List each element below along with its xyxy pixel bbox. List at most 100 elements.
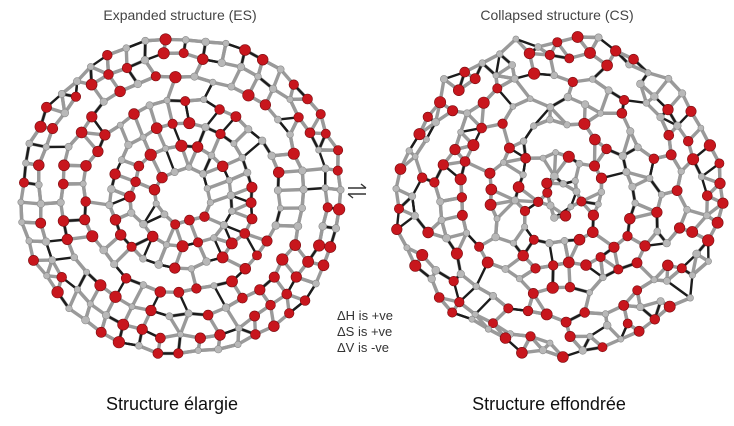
hydrogen-atom — [152, 200, 160, 208]
oxygen-atom — [103, 69, 114, 80]
hydrogen-atom — [18, 218, 26, 226]
hydrogen-atom — [139, 281, 148, 289]
hydrogen-atom — [560, 237, 569, 245]
oxygen-atom — [622, 318, 633, 329]
hydrogen-atom — [87, 63, 95, 71]
hydrogen-atom — [515, 275, 524, 283]
hydrogen-atom — [673, 121, 682, 130]
hydrogen-atom — [645, 174, 654, 183]
oxygen-atom — [191, 141, 204, 153]
oxygen-atom — [662, 259, 674, 272]
oxygen-atom — [457, 209, 468, 221]
oxygen-atom — [662, 103, 674, 116]
oxygen-atom — [34, 120, 47, 133]
oxygen-atom — [202, 309, 214, 321]
oxygen-atom — [230, 111, 242, 122]
oxygen-atom — [624, 213, 636, 225]
hydrogen-atom — [493, 215, 501, 223]
oxygen-atom — [619, 94, 630, 106]
hydrogen-atom — [664, 74, 673, 83]
oxygen-atom — [92, 145, 104, 158]
oxygen-atom — [557, 351, 569, 363]
hydrogen-atom — [298, 166, 307, 175]
hydrogen-atom — [594, 33, 603, 42]
oxygen-atom — [109, 214, 122, 226]
hydrogen-atom — [165, 312, 174, 321]
hydrogen-atom — [496, 50, 504, 58]
hydrogen-atom — [484, 325, 492, 333]
hydrogen-atom — [510, 239, 517, 247]
hydrogen-atom — [17, 198, 25, 206]
hydrogen-atom — [206, 198, 214, 207]
hydrogen-atom — [201, 123, 210, 132]
oxygen-atom — [562, 150, 575, 163]
hydrogen-atom — [683, 205, 691, 214]
hydrogen-atom — [210, 234, 218, 242]
oxygen-atom — [302, 93, 313, 105]
hydrogen-atom — [214, 345, 223, 354]
oxygen-atom — [422, 226, 434, 239]
oxygen-atom — [155, 332, 166, 344]
oxygen-atom — [528, 67, 541, 80]
oxygen-atom — [540, 308, 553, 321]
oxygen-atom — [564, 282, 576, 293]
oxygen-atom — [504, 142, 515, 154]
oxygen-atom — [259, 99, 271, 111]
hydrogen-atom — [644, 69, 652, 77]
hydrogen-atom — [201, 37, 210, 47]
hydrogen-atom — [199, 169, 208, 178]
hydrogen-bond — [473, 294, 495, 316]
hydrogen-atom — [228, 207, 236, 215]
oxygen-atom — [332, 165, 343, 176]
oxygen-atom — [564, 53, 575, 64]
hydrogen-atom — [127, 208, 136, 217]
oxygen-atom — [394, 163, 407, 175]
oxygen-atom — [714, 158, 725, 169]
oxygen-atom — [246, 213, 258, 225]
oxygen-atom — [589, 160, 601, 172]
oxygen-atom — [191, 283, 202, 294]
oxygen-atom — [176, 240, 189, 253]
hydrogen-atom — [697, 124, 705, 132]
oxygen-atom — [215, 128, 226, 140]
oxygen-atom — [159, 33, 172, 46]
oxygen-atom — [676, 263, 687, 274]
oxygen-atom — [250, 329, 261, 340]
oxygen-atom — [450, 247, 463, 260]
oxygen-atom — [587, 226, 599, 238]
hydrogen-bond — [501, 160, 525, 177]
hydrogen-atom — [219, 221, 228, 230]
hydrogen-atom — [86, 300, 94, 308]
hydrogen-atom — [534, 43, 542, 51]
hydrogen-atom — [25, 139, 34, 148]
oxygen-atom — [530, 263, 541, 274]
oxygen-atom — [35, 217, 47, 229]
hydrogen-bond — [689, 273, 694, 300]
hydrogen-atom — [181, 36, 190, 44]
oxygen-atom — [649, 314, 660, 325]
hydrogen-atom — [631, 199, 639, 207]
oxygen-atom — [86, 230, 99, 243]
hydrogen-atom — [187, 265, 195, 273]
hydrogen-atom — [141, 36, 150, 45]
oxygen-atom — [102, 50, 113, 61]
oxygen-atom — [136, 323, 148, 335]
oxygen-atom — [150, 122, 163, 134]
oxygen-atom — [214, 329, 226, 341]
hydrogen-atom — [200, 96, 208, 104]
oxygen-atom — [254, 284, 266, 296]
collapsed-structure-caption: Structure effondrée — [472, 394, 626, 414]
hydrogen-atom — [686, 294, 694, 302]
hydrogen-atom — [508, 61, 516, 69]
oxygen-atom — [665, 149, 677, 161]
oxygen-atom — [618, 299, 630, 311]
oxygen-atom — [120, 273, 132, 284]
oxygen-atom — [226, 275, 238, 288]
oxygen-atom — [94, 279, 107, 292]
oxygen-atom — [133, 160, 145, 172]
oxygen-atom — [595, 252, 606, 263]
oxygen-atom — [628, 53, 639, 65]
hydrogen-atom — [677, 167, 685, 175]
hydrogen-atom — [254, 72, 262, 81]
oxygen-atom — [519, 205, 531, 217]
